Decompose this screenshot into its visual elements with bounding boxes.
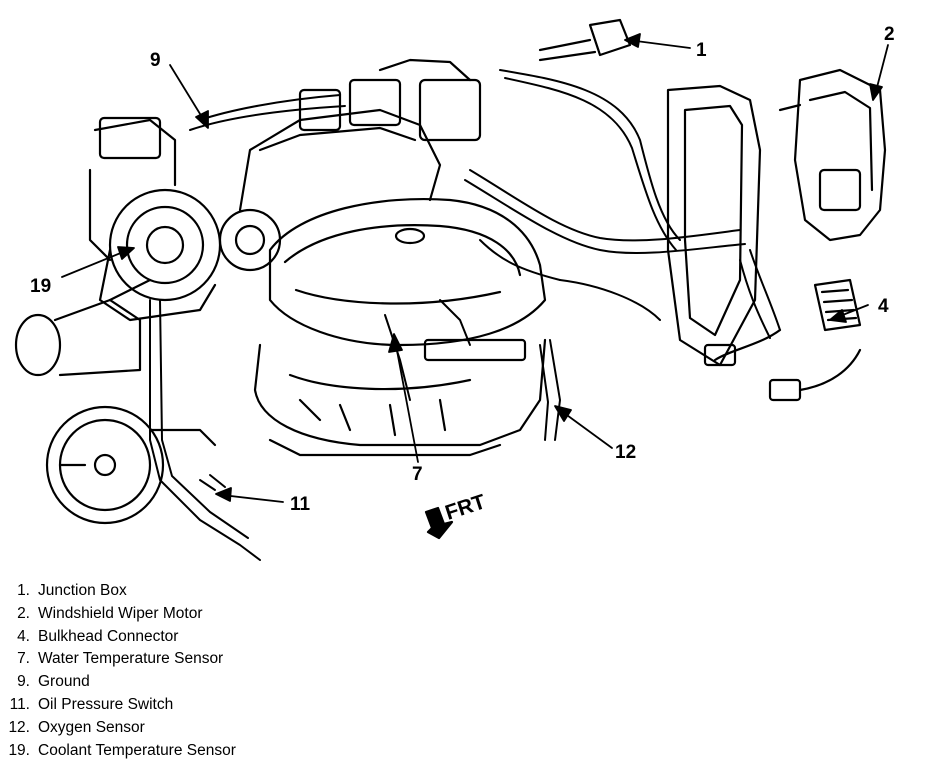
legend-number: 7. [17,650,30,668]
legend-number: 12. [8,718,30,736]
legend-number: 4. [17,627,30,645]
legend-item: 7. Water Temperature Sensor [0,648,420,671]
callout-2: 2 [884,24,895,45]
legend-label: Ground [38,673,90,691]
legend-number: 9. [17,673,30,691]
firewall-panel [666,84,762,367]
legend-number: 19. [8,741,30,759]
harmonic-balancer [45,405,217,525]
callout-leaders [61,33,889,503]
legend-label: Oxygen Sensor [38,718,145,736]
legend-item: 4. Bulkhead Connector [0,626,420,649]
bulkhead-connector [703,278,862,402]
legend-item: 11. Oil Pressure Switch [0,694,420,717]
legend-number: 1. [17,582,30,599]
callout-19: 19 [30,276,51,297]
legend-label: Bulkhead Connector [38,627,179,645]
wiper-motor [778,68,887,242]
legend-item: 19. Coolant Temperature Sensor [0,740,420,763]
legend-label: Junction Box [38,582,127,599]
callout-1: 1 [696,40,707,61]
alternator-assembly [88,116,282,322]
callout-9: 9 [150,50,161,71]
engine-block [238,58,547,457]
legend-item: 9. Ground [0,671,420,694]
callout-12: 12 [615,442,636,463]
legend-item: 1. Junction Box [0,580,420,603]
engine-wiring-diagram: 1 2 4 7 9 11 12 19 FRT [14,18,895,561]
front-direction-label: FRT [442,490,488,525]
legend-number: 11. [9,695,30,713]
legend-label: Coolant Temperature Sensor [38,741,236,759]
legend-label: Oil Pressure Switch [38,695,174,713]
legend-item: 2. Windshield Wiper Motor [0,603,420,626]
legend-item: 12. Oxygen Sensor [0,717,420,740]
callout-4: 4 [878,296,889,317]
legend-label: Windshield Wiper Motor [38,604,203,622]
front-housing [14,278,152,377]
legend-number: 2. [17,604,30,622]
component-legend: 1. Junction Box 2. Windshield Wiper Moto… [0,580,420,762]
junction-box [538,18,632,62]
front-direction-arrow [424,506,454,540]
legend-label: Water Temperature Sensor [38,650,224,668]
callout-11: 11 [290,494,311,515]
callout-7: 7 [412,464,423,485]
wiring-harness [149,69,781,561]
